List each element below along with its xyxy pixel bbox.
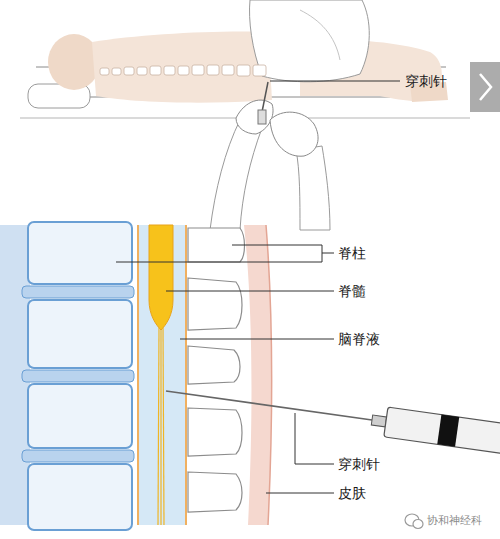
part-label: 穿刺针 [338,455,380,473]
part-label: 穿刺针 [405,72,447,90]
part-label: 皮肤 [338,484,366,502]
watermark: 协和神经科 [427,514,482,528]
part-label: 脊柱 [338,244,366,262]
spine-section [0,222,500,530]
patient-figure [20,0,470,230]
part-label: 脊髓 [338,282,366,300]
part-label: 脑脊液 [338,330,380,348]
next-arrow-button [470,62,500,112]
wechat-icon [405,514,423,529]
